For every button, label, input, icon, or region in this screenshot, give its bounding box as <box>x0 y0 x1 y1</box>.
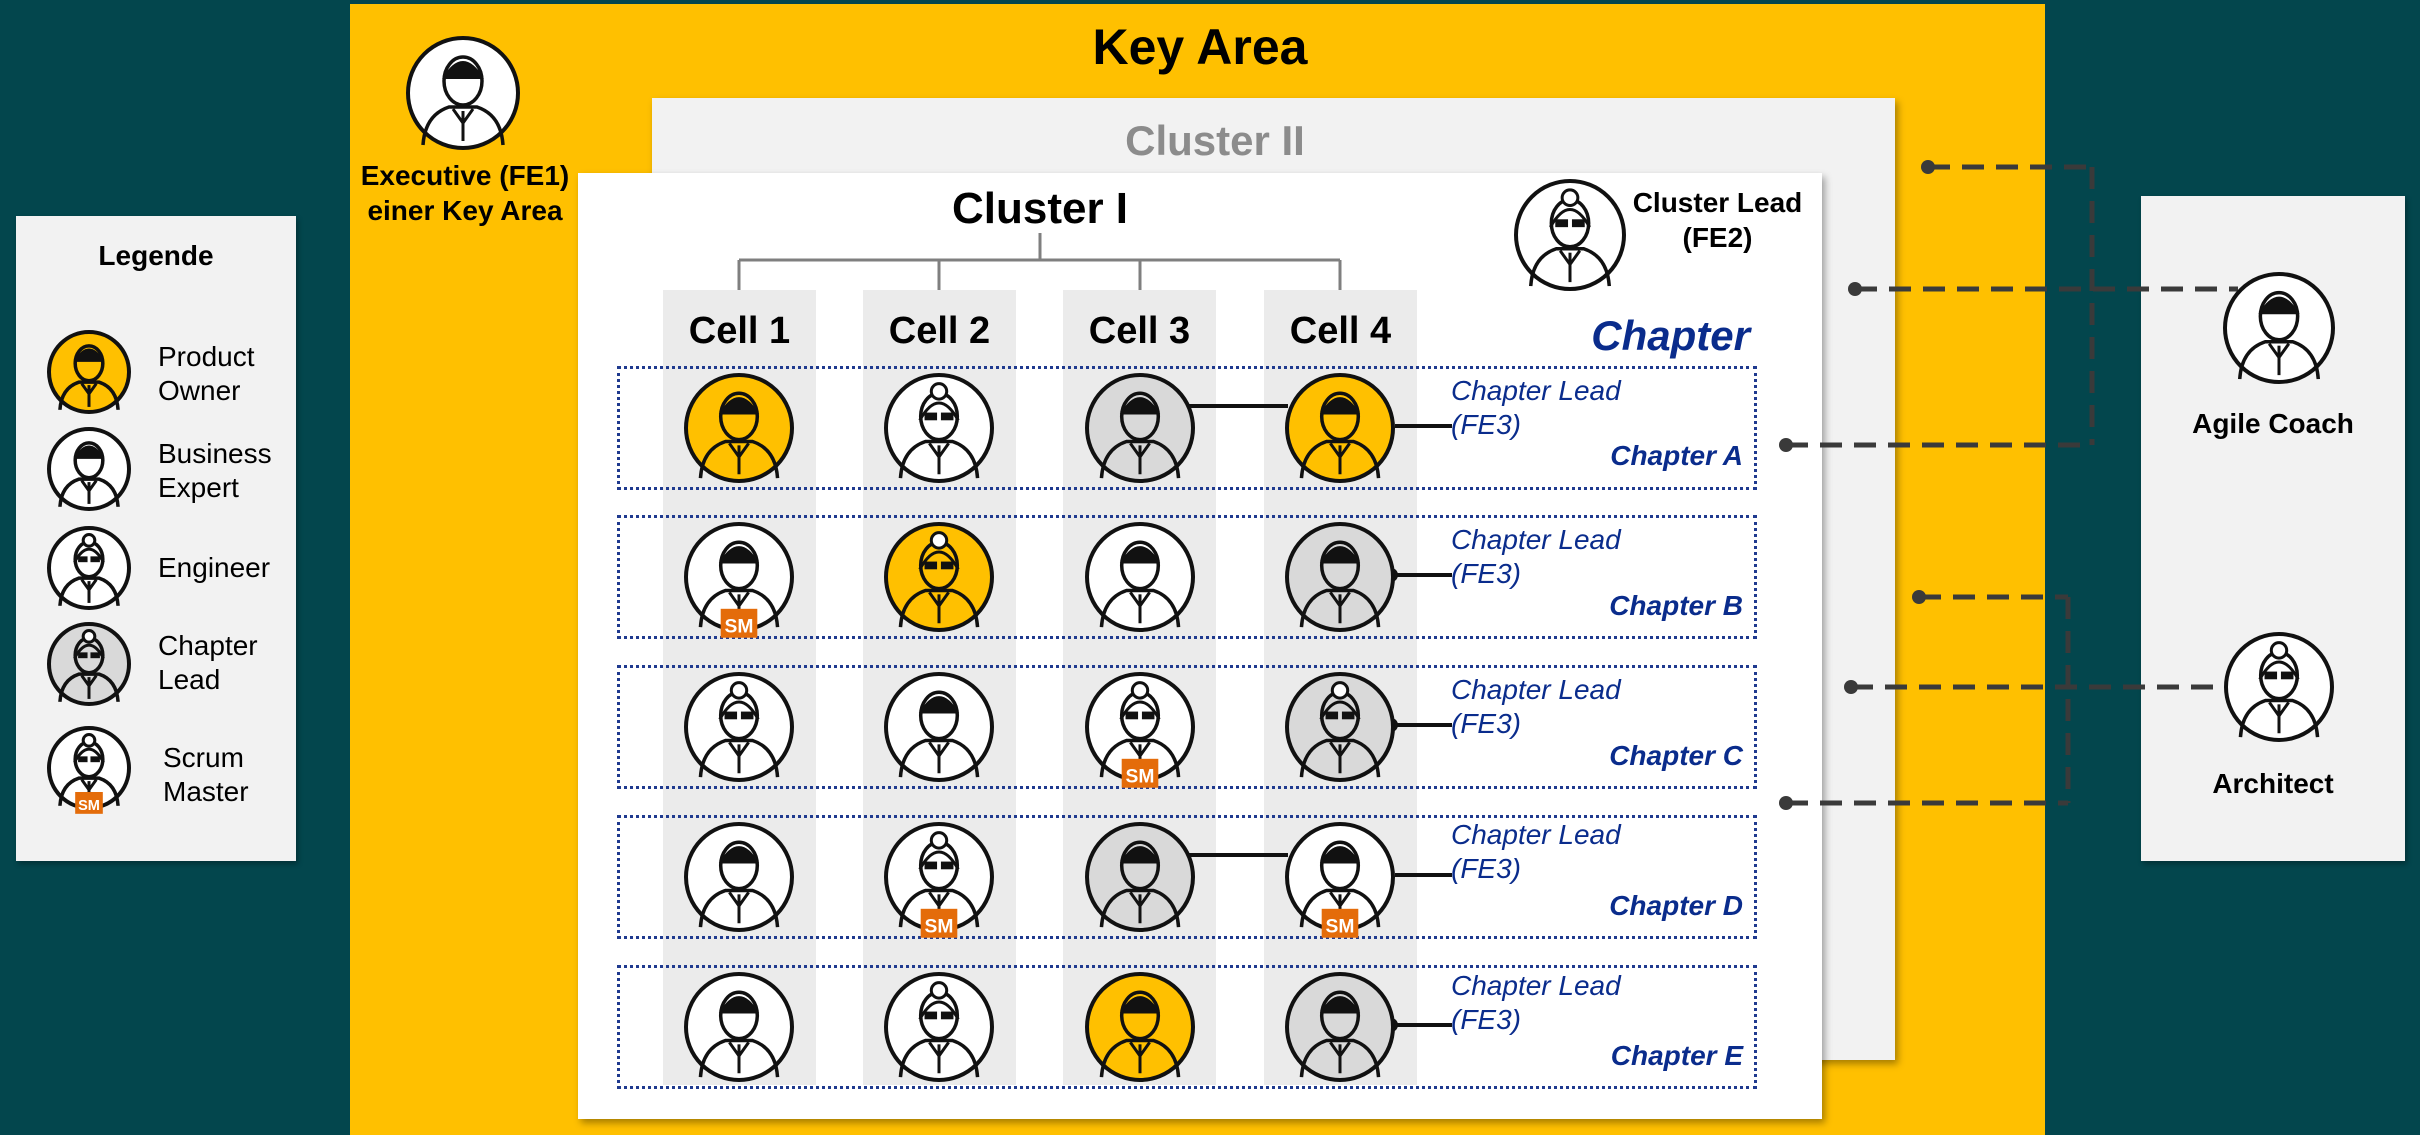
chapter-row-b <box>617 515 1757 639</box>
scrum-master-badge: SM <box>920 908 958 938</box>
chapter-header: Chapter <box>1591 312 1750 359</box>
chapter-lead-text-c: Chapter Lead (FE3) <box>1451 674 1621 739</box>
agile-coach-label: Agile Coach <box>2192 408 2354 439</box>
chapter-name-a: Chapter A <box>1610 440 1743 471</box>
cluster-lead-label: Cluster Lead (FE2) <box>1632 187 1803 253</box>
cluster-1-title: Cluster I <box>951 184 1129 233</box>
legend-title: Legende <box>98 240 214 271</box>
svg-text:SM: SM <box>78 798 100 814</box>
chapter-lead-text-a: Chapter Lead (FE3) <box>1451 375 1621 440</box>
agile-coach-icon <box>2223 272 2335 384</box>
chapter-lead-icon <box>47 622 131 706</box>
product-owner-icon <box>684 373 794 483</box>
chapter-row-e <box>617 965 1757 1089</box>
cell-2-header: Cell 2 <box>888 310 991 352</box>
legend-label-chapter-lead: Chapter Lead <box>158 630 258 695</box>
chapter-lead-text-d: Chapter Lead (FE3) <box>1451 819 1621 884</box>
engineer-icon <box>684 672 794 782</box>
business-expert-icon <box>47 427 131 511</box>
svg-text:SM: SM <box>925 917 954 938</box>
chapter-name-c: Chapter C <box>1609 740 1743 771</box>
chapter-name-b: Chapter B <box>1609 590 1743 621</box>
architect-label: Architect <box>2212 768 2334 799</box>
cell-3-header: Cell 3 <box>1088 310 1191 352</box>
chapter-name-d: Chapter D <box>1609 890 1743 921</box>
svg-text:SM: SM <box>1326 917 1355 938</box>
chapter-lead-text-e: Chapter Lead (FE3) <box>1451 970 1621 1035</box>
business-expert-icon <box>684 972 794 1082</box>
cell-4-header: Cell 4 <box>1289 310 1392 352</box>
chapter-lead-icon <box>1285 972 1395 1082</box>
svg-text:SM: SM <box>725 617 754 638</box>
architect-icon <box>2224 632 2334 742</box>
key-area-title: Key Area <box>1092 19 1308 75</box>
chapter-lead-icon <box>1285 522 1395 632</box>
chapter-lead-text-b: Chapter Lead (FE3) <box>1451 524 1621 589</box>
engineer-icon: SM <box>884 822 994 938</box>
business-expert-icon <box>884 373 994 483</box>
scrum-master-icon: SM <box>47 726 131 814</box>
engineer-icon <box>47 526 131 610</box>
scrum-master-badge: SM <box>75 792 103 814</box>
legend-label-product-owner: Product Owner <box>158 341 255 406</box>
svg-text:SM: SM <box>1126 767 1155 788</box>
scrum-master-badge: SM <box>720 608 758 638</box>
product-owner-icon <box>1085 972 1195 1082</box>
product-owner-icon <box>1285 373 1395 483</box>
business-expert-icon <box>884 672 994 782</box>
legend-label-scrum-master: Scrum Master <box>163 742 249 807</box>
business-expert-icon: SM <box>1285 822 1395 938</box>
role-dashed-connectors <box>1779 160 2238 810</box>
chapter-name-e: Chapter E <box>1610 1040 1743 1071</box>
chapter-row-c <box>617 665 1757 789</box>
chapter-lead-icon <box>1285 672 1395 782</box>
scrum-master-badge: SM <box>1321 908 1359 938</box>
legend-label-business-expert: Business Expert <box>158 438 272 503</box>
cluster-2-title: Cluster II <box>1125 117 1305 164</box>
chapter-row-d <box>617 815 1757 939</box>
executive-icon <box>406 36 520 150</box>
product-owner-icon <box>884 522 994 632</box>
business-expert-icon <box>684 822 794 932</box>
chapter-lead-icon <box>1085 373 1195 483</box>
cell-1-header: Cell 1 <box>688 310 791 352</box>
executive-label: Executive (FE1) einer Key Area <box>360 160 570 226</box>
business-expert-icon <box>1085 522 1195 632</box>
legend-label-engineer: Engineer <box>158 552 271 583</box>
engineer-icon: SM <box>1085 672 1195 788</box>
cluster-lead-icon <box>1514 179 1626 291</box>
avatar-layer: SM SM SM SM SM <box>47 36 2335 1082</box>
chapter-row-a <box>617 366 1757 490</box>
engineer-icon <box>884 972 994 1082</box>
product-owner-icon <box>47 330 131 414</box>
chapter-lead-icon <box>1085 822 1195 932</box>
cluster-tree-connector <box>737 233 1342 290</box>
scrum-master-badge: SM <box>1121 758 1159 788</box>
business-expert-icon: SM <box>684 522 794 638</box>
